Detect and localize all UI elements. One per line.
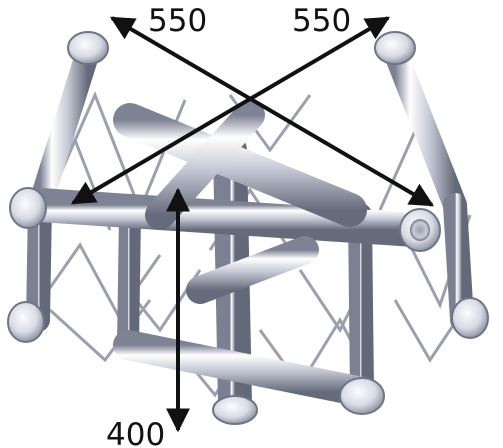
truss-cap-mid-left bbox=[9, 187, 47, 229]
dimension-arrows bbox=[70, 16, 435, 433]
double-headed-arrow-icon bbox=[70, 16, 391, 205]
truss-tube-bottom-cross bbox=[186, 236, 319, 304]
truss-cap-bottom-center bbox=[212, 395, 258, 425]
dimension-label-width-right: 550 bbox=[292, 3, 351, 39]
truss-cap-bottom-right bbox=[451, 297, 489, 339]
truss-tube-vertical-front-right bbox=[348, 203, 374, 404]
dimension-label-height: 400 bbox=[106, 417, 165, 448]
truss-junction-icon bbox=[7, 31, 489, 425]
truss-cap-bottom-left bbox=[7, 301, 45, 343]
dimension-label-width-left: 550 bbox=[148, 3, 207, 39]
truss-cap-bottom-front bbox=[339, 377, 385, 415]
truss-cap-top-right bbox=[374, 31, 416, 65]
truss-cap-mid-front-hole bbox=[410, 219, 430, 241]
truss-tube-back-right bbox=[383, 40, 467, 217]
truss-cap-top-left bbox=[67, 31, 109, 65]
